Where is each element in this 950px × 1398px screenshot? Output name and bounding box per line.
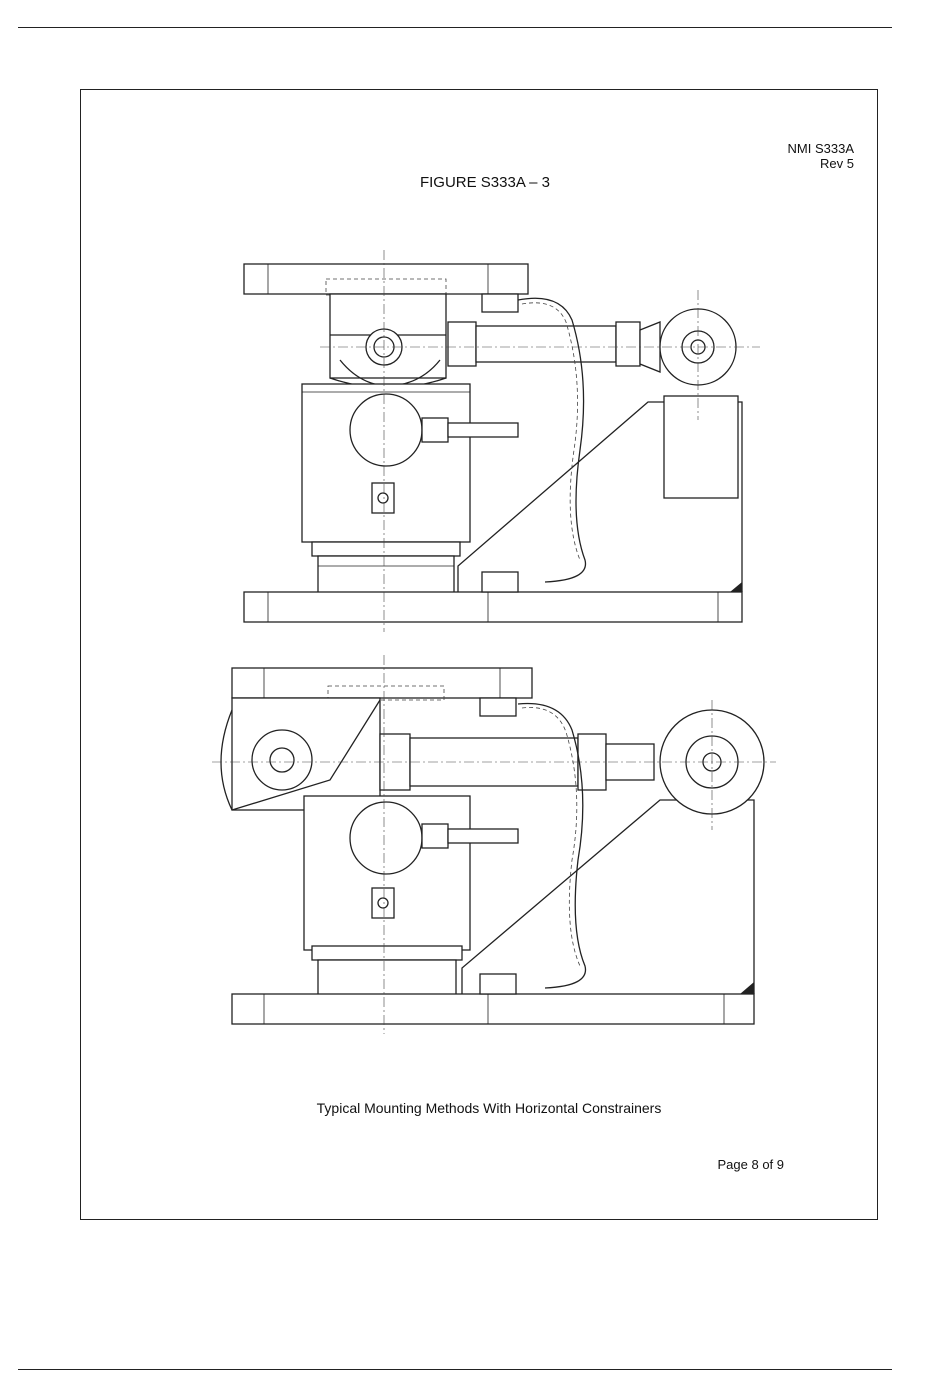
upper-mounting-drawing — [244, 250, 760, 632]
page-number: Page 8 of 9 — [718, 1157, 785, 1172]
figure-caption: Typical Mounting Methods With Horizontal… — [0, 1100, 950, 1116]
lower-mounting-drawing — [212, 655, 776, 1034]
